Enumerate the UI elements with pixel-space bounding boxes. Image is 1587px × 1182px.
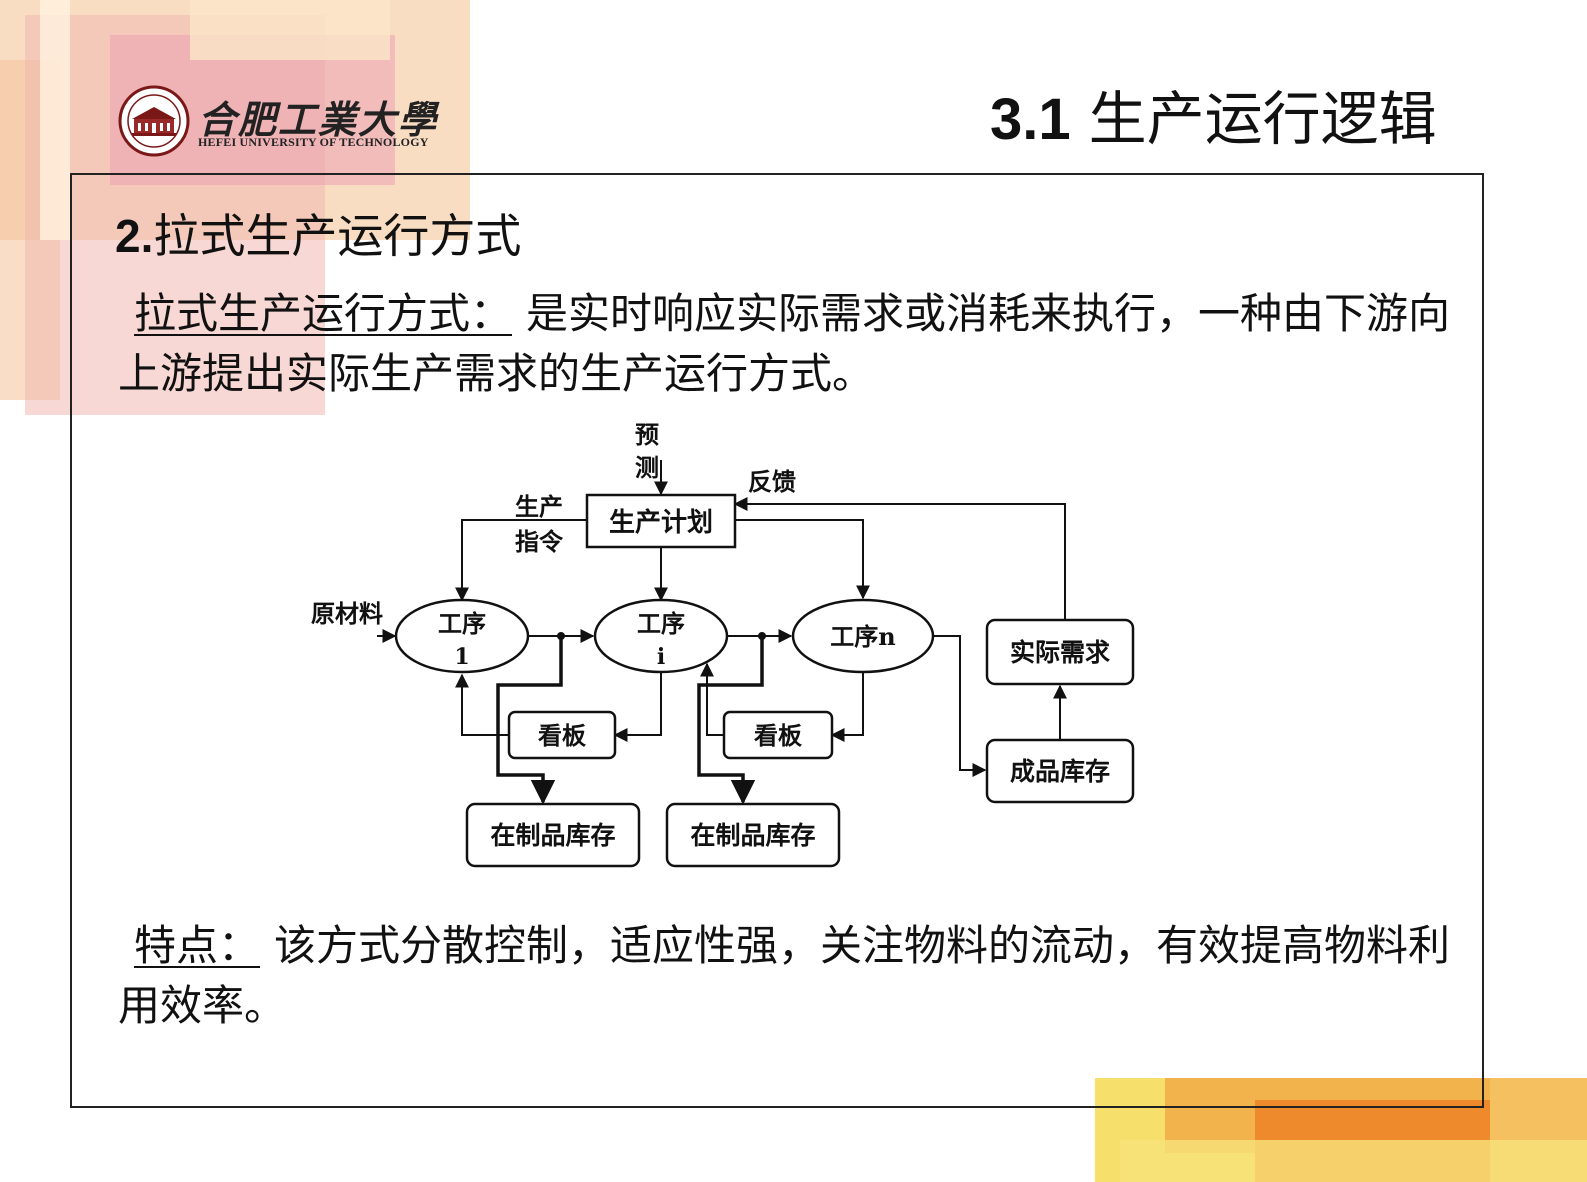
definition-term: 拉式生产运行方式： — [134, 289, 513, 338]
slide-title-text: 生产运行逻辑 — [1088, 85, 1437, 153]
plan-label: 生产计划 — [609, 508, 713, 538]
instruction-arrow-1 — [455, 519, 587, 602]
slide-title: 3.1 生产运行逻辑 — [990, 86, 1437, 154]
process-1-label: 工序 — [438, 609, 486, 638]
forecast-label-2: 测 — [635, 453, 659, 482]
decor-block-yellow — [1120, 1140, 1587, 1182]
logo-chinese-name: 合肥工業大學 — [198, 97, 439, 142]
process-i-index: i — [657, 644, 665, 670]
section-number: 2. — [115, 210, 154, 262]
content-frame — [70, 173, 1484, 1108]
junction-dot-2 — [758, 632, 766, 640]
instruction-arrow-n — [735, 519, 870, 600]
features-paragraph: 特点：该方式分散控制，适应性强，关注物料的流动，有效提高物料利用效率。 — [118, 916, 1458, 1036]
finished-goods-arrow — [933, 635, 987, 777]
wip-arrow-1 — [496, 636, 563, 805]
instruction-label-2: 指令 — [515, 527, 564, 556]
process-1-index: 1 — [454, 644, 469, 670]
finished-goods-box — [985, 738, 1135, 804]
kanban-label-1: 看板 — [538, 721, 587, 750]
process-i-node — [593, 598, 729, 674]
diagram-canvas: 生产计划 工序 1 工序 i 工序n 实际需求 成品库存 看板 看板 在制品库存… — [311, 420, 1135, 868]
wip-box-1 — [465, 802, 641, 868]
kanban-label-2: 看板 — [754, 721, 803, 750]
process-n-label: 工序n — [830, 622, 895, 651]
kanban-arrow-1-in — [613, 672, 662, 742]
kanban-box-1 — [507, 710, 617, 760]
decor-block-light — [190, 0, 390, 60]
kanban-box-2 — [722, 710, 834, 760]
definition-text: 是实时响应实际需求或消耗来执行，一种由下游向上游提出实际生产需求的生产运行方式。 — [118, 289, 1451, 398]
kanban-arrow-2-in — [830, 672, 864, 742]
decor-block-stripe — [40, 0, 70, 240]
demand-label: 实际需求 — [1010, 638, 1110, 667]
features-term: 特点： — [134, 921, 261, 970]
kanban-arrow-1-out — [455, 673, 509, 736]
plan-box — [585, 493, 737, 549]
feedback-label: 反馈 — [748, 467, 796, 496]
logo-english-name: HEFEI UNIVERSITY OF TECHNOLOGY — [198, 135, 429, 149]
process-1-node — [394, 598, 530, 674]
features-text: 该方式分散控制，适应性强，关注物料的流动，有效提高物料利用效率。 — [118, 921, 1451, 1030]
wip-box-2 — [665, 802, 841, 868]
definition-paragraph: 拉式生产运行方式：是实时响应实际需求或消耗来执行，一种由下游向上游提出实际生产需… — [118, 284, 1458, 404]
raw-material-label: 原材料 — [311, 599, 383, 628]
feedback-arrow — [733, 497, 1066, 620]
slide-title-number: 3.1 — [990, 87, 1071, 152]
process-n-node — [791, 598, 935, 674]
section-title: 拉式生产运行方式 — [153, 209, 522, 263]
process-i-label: 工序 — [637, 609, 685, 638]
demand-box — [985, 618, 1135, 686]
junction-dot-1 — [557, 632, 565, 640]
pull-production-diagram: 生产计划 工序 1 工序 i 工序n 实际需求 成品库存 看板 看板 在制品库存… — [295, 410, 1155, 880]
instruction-label-1: 生产 — [515, 492, 563, 521]
university-logo: 合肥工業大學 HEFEI UNIVERSITY OF TECHNOLOGY — [118, 85, 436, 165]
wip-label-1: 在制品库存 — [490, 821, 615, 850]
kanban-arrow-2-out — [700, 662, 724, 736]
forecast-label-1: 预 — [635, 420, 659, 449]
section-heading: 2.拉式生产运行方式 — [115, 200, 521, 266]
university-seal-icon — [118, 85, 190, 157]
wip-label-2: 在制品库存 — [690, 821, 815, 850]
finished-goods-label: 成品库存 — [1010, 757, 1110, 786]
wip-arrow-2 — [697, 636, 764, 805]
